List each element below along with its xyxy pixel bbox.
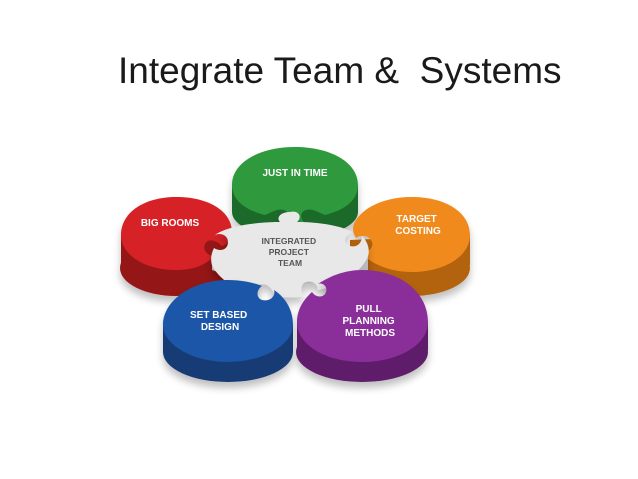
piece-just-in-time-label: JUST IN TIME [262,168,327,179]
piece-set-based-design-top [163,280,293,362]
piece-label-line: COSTING [395,226,441,237]
piece-set-based-design-label: SET BASED DESIGN [190,310,250,333]
piece-big-rooms-label: BIG ROOMS [141,218,200,229]
piece-pull-planning-methods: PULL PLANNING METHODS [296,270,428,382]
piece-big-rooms-top [121,197,232,270]
center-label-line: PROJECT [269,247,310,257]
piece-label-line: SET BASED [190,310,247,321]
piece-target-costing-label: TARGET COSTING [395,214,441,237]
piece-big-rooms: BIG ROOMS [120,197,232,296]
piece-target-costing-top [353,197,470,272]
center-piece-label: INTEGRATED PROJECT TEAM [262,236,319,268]
piece-target-costing: TARGET COSTING [350,197,470,296]
piece-label-line: JUST IN TIME [262,168,327,179]
piece-set-based-design: SET BASED DESIGN [163,280,293,382]
center-piece-top [211,211,369,298]
piece-pull-planning-methods-label: PULL PLANNING METHODS [342,304,397,339]
piece-pull-planning-methods-top [297,270,428,362]
piece-label-line: BIG ROOMS [141,218,200,229]
slide-title: Integrate Team & Systems [118,50,562,91]
piece-label-line: METHODS [345,328,395,339]
piece-label-line: DESIGN [201,322,239,333]
center-label-line: INTEGRATED [262,236,317,246]
center-piece: INTEGRATED PROJECT TEAM [211,211,369,298]
piece-label-line: TARGET [396,214,436,225]
piece-label-line: PULL [356,304,382,315]
piece-label-line: PLANNING [342,316,394,327]
piece-just-in-time-top [232,147,358,223]
center-label-line: TEAM [278,258,302,268]
